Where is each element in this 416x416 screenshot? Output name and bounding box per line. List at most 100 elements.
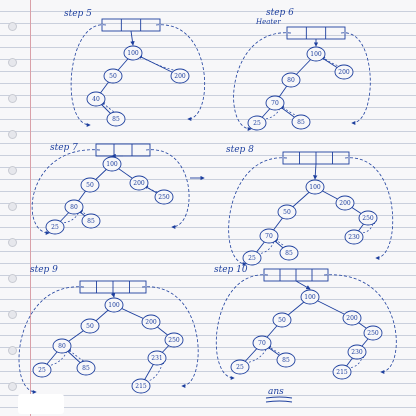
tree-node: 215 [131, 378, 151, 394]
tree-node: 100 [104, 297, 124, 313]
tree-node-label: 85 [282, 357, 290, 364]
punch-holes [6, 0, 20, 416]
tree-node: 50 [277, 204, 297, 220]
tree-node-circle [281, 72, 301, 88]
tree-node: 100 [300, 289, 320, 305]
tree-node: 70 [252, 335, 272, 351]
tree-node-label: 85 [285, 250, 293, 257]
header-node-box [286, 26, 346, 40]
right-thread-link [340, 32, 371, 125]
step-6-note: Heater [255, 18, 281, 26]
footer-underline [265, 396, 293, 399]
left-thread-link [31, 149, 101, 235]
left-thread-link [215, 274, 269, 380]
tree-node: 215 [332, 364, 352, 380]
punch-hole [8, 346, 17, 355]
tree-node-label: 200 [145, 319, 157, 326]
tree-node: 25 [242, 250, 262, 266]
punch-hole [8, 382, 17, 391]
punch-hole [8, 238, 17, 247]
tree-node: 70 [259, 228, 279, 244]
tree-node: 100 [306, 46, 326, 62]
tree-node: 85 [276, 352, 296, 368]
punch-hole [8, 166, 17, 175]
tree-node: 85 [81, 213, 101, 229]
tree-node-circle [64, 199, 84, 215]
tree-node-circle [45, 219, 65, 235]
tree-node-label: 100 [309, 184, 321, 191]
punch-hole [8, 202, 17, 211]
tree-node-circle [279, 245, 299, 261]
left-thread-link [233, 32, 292, 131]
tree-node: 231 [147, 350, 167, 366]
tree-node-label: 80 [70, 204, 78, 211]
tree-node-circle [123, 45, 143, 61]
tree-node-label: 100 [106, 161, 118, 168]
leaf-thread-link [59, 209, 81, 224]
punch-hole [8, 130, 17, 139]
tree-node-circle [300, 289, 320, 305]
tree-node-circle [342, 310, 362, 326]
footer-ans-label: ans [268, 387, 284, 397]
tree-node-circle [252, 335, 272, 351]
punch-hole [8, 310, 17, 319]
tree-node-label: 215 [336, 369, 348, 376]
tree-node-label: 85 [112, 116, 120, 123]
tree-node-label: 70 [265, 233, 273, 240]
tree-node: 200 [141, 314, 161, 330]
tree-node-label: 85 [82, 365, 90, 372]
tree-node: 80 [52, 338, 72, 354]
tree-node: 200 [129, 175, 149, 191]
tree-node-circle [170, 68, 190, 84]
header-to-root-link [313, 163, 318, 180]
tree-node: 25 [247, 115, 267, 131]
tree-node-label: 25 [236, 364, 244, 371]
header-node-box [95, 143, 151, 157]
tree-node: 250 [363, 325, 383, 341]
tree-node-circle [272, 312, 292, 328]
tree-node-circle [106, 111, 126, 127]
tree-node-circle [277, 204, 297, 220]
tree-node-label: 100 [108, 302, 120, 309]
right-thread-link [145, 149, 190, 229]
tree-node-label: 50 [109, 73, 117, 80]
tree-node-label: 50 [86, 182, 94, 189]
tree-node-circle [247, 115, 267, 131]
tree-node-label: 50 [278, 317, 286, 324]
tree-node-label: 25 [51, 224, 59, 231]
header-node-box [101, 18, 161, 32]
tree-node: 50 [272, 312, 292, 328]
tree-node-circle [131, 378, 151, 394]
tree-node: 25 [230, 359, 250, 375]
tree-node: 50 [103, 68, 123, 84]
tree-node-label: 250 [362, 215, 374, 222]
tree-node-label: 25 [38, 367, 46, 374]
tree-node-circle [259, 228, 279, 244]
tree-node-label: 80 [58, 343, 66, 350]
tree-node-circle [102, 156, 122, 172]
punch-hole [8, 58, 17, 67]
tree-node: 250 [358, 210, 378, 226]
tree-node: 200 [342, 310, 362, 326]
tree-node: 100 [305, 179, 325, 195]
tree-node-label: 200 [174, 73, 186, 80]
tree-node: 100 [102, 156, 122, 172]
blank-patch [18, 394, 64, 414]
tree-node-circle [276, 352, 296, 368]
tree-node: 70 [265, 95, 285, 111]
tree-node-circle [81, 213, 101, 229]
tree-node-circle [306, 46, 326, 62]
tree-node-circle [335, 195, 355, 211]
tree-node-label: 50 [86, 323, 94, 330]
tree-node-circle [141, 314, 161, 330]
tree-node-circle [363, 325, 383, 341]
tree-node-label: 215 [135, 383, 147, 390]
right-thread-link [323, 274, 397, 374]
tree-node: 85 [76, 360, 96, 376]
punch-hole [8, 94, 17, 103]
tree-node: 200 [170, 68, 190, 84]
header-to-root-link [130, 30, 135, 46]
